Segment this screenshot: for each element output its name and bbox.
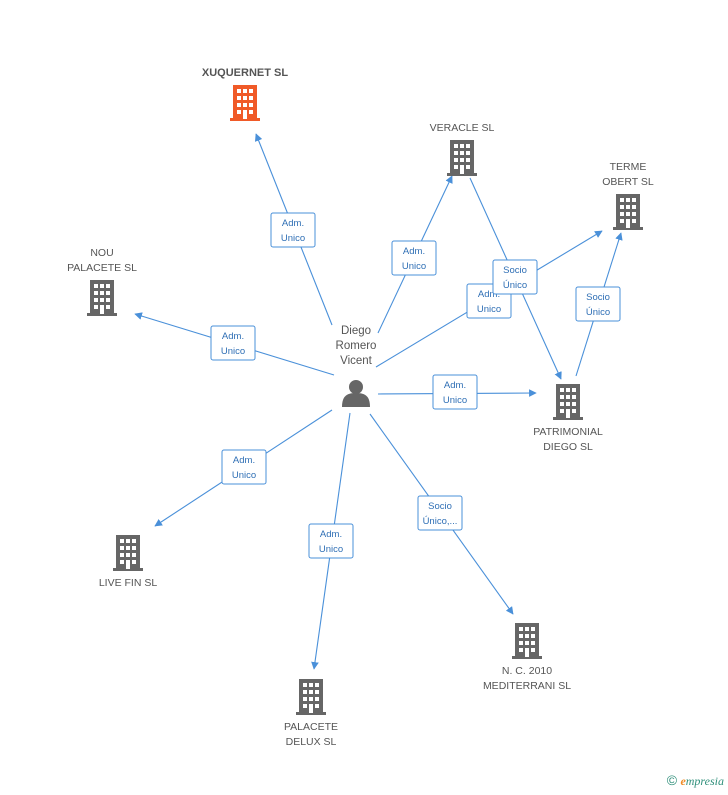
edge-label-text: Unico xyxy=(319,544,343,555)
building-icon[interactable] xyxy=(87,280,117,316)
copyright-notice: © empresia xyxy=(667,772,724,789)
edge-label-text: Adm. xyxy=(444,380,466,391)
edge-label-text: Unico xyxy=(443,395,467,406)
person-name-label[interactable]: Vicent xyxy=(340,355,373,367)
edge-label-text: Unico xyxy=(281,233,305,244)
edge-label-text: Unico xyxy=(477,304,501,315)
node-label-nc2010[interactable]: N. C. 2010 xyxy=(502,665,552,677)
person-name-label[interactable]: Romero xyxy=(336,340,377,352)
person-icon[interactable] xyxy=(342,380,370,407)
node-label-nou[interactable]: NOU xyxy=(90,247,113,259)
building-icon[interactable] xyxy=(447,140,477,176)
node-label-veracle[interactable]: VERACLE SL xyxy=(430,122,495,134)
building-icon[interactable] xyxy=(613,194,643,230)
node-patrimonial[interactable]: PATRIMONIAL DIEGO SL xyxy=(533,384,603,453)
node-label-palacete[interactable]: PALACETE xyxy=(284,721,338,733)
building-icon[interactable] xyxy=(512,623,542,659)
edge-label-box[interactable] xyxy=(270,212,316,248)
node-label-patrimonial[interactable]: DIEGO SL xyxy=(543,441,593,453)
building-icon[interactable] xyxy=(296,679,326,715)
node-nou[interactable]: NOU PALACETE SL xyxy=(67,247,137,316)
edge-label-box[interactable] xyxy=(210,325,256,361)
node-terme[interactable]: TERME OBERT SL xyxy=(602,161,654,230)
edge-label-person-veracle[interactable]: Adm. Unico xyxy=(391,240,437,276)
building-icon[interactable] xyxy=(230,85,260,121)
edge-label-text: Único xyxy=(503,280,527,291)
edge-label-text: Unico xyxy=(221,346,245,357)
edge-label-box[interactable] xyxy=(308,523,354,559)
edge-label-text: Adm. xyxy=(282,218,304,229)
edge-label-person-nc2010[interactable]: SocioÚnico,... xyxy=(417,495,463,531)
node-palacete[interactable]: PALACETE DELUX SL xyxy=(284,679,338,748)
edge-label-box[interactable] xyxy=(492,259,538,295)
building-icon[interactable] xyxy=(553,384,583,420)
edge-label-text: Unico xyxy=(232,470,256,481)
edge-label-box[interactable] xyxy=(391,240,437,276)
edge-label-text: Adm. xyxy=(478,289,500,300)
node-label-patrimonial[interactable]: PATRIMONIAL xyxy=(533,426,603,438)
edge-label-text: Socio xyxy=(428,501,452,512)
empresia-logo: empresia xyxy=(680,774,724,788)
edge-label-text: Adm. xyxy=(233,455,255,466)
edge-label-person-nou[interactable]: Adm. Unico xyxy=(210,325,256,361)
person-name-label[interactable]: Diego xyxy=(341,325,371,337)
building-icon[interactable] xyxy=(113,535,143,571)
edge-label-text: Único xyxy=(586,307,610,318)
node-label-palacete[interactable]: DELUX SL xyxy=(286,736,337,748)
edge-label-box[interactable] xyxy=(221,449,267,485)
edge-label-text: Socio xyxy=(503,265,527,276)
node-label-xuquernet[interactable]: XUQUERNET SL xyxy=(202,67,288,79)
edge-label-person-livefin[interactable]: Adm. Unico xyxy=(221,449,267,485)
node-label-terme[interactable]: OBERT SL xyxy=(602,176,654,188)
edge-label-box[interactable] xyxy=(432,374,478,410)
node-label-livefin[interactable]: LIVE FIN SL xyxy=(99,577,158,589)
node-label-terme[interactable]: TERME xyxy=(610,161,647,173)
edge-label-text: Único,... xyxy=(423,516,458,527)
node-label-nou[interactable]: PALACETE SL xyxy=(67,262,137,274)
node-livefin[interactable]: LIVE FIN SL xyxy=(99,535,158,589)
edge-label-person-palacete[interactable]: Adm. Unico xyxy=(308,523,354,559)
node-label-nc2010[interactable]: MEDITERRANI SL xyxy=(483,680,571,692)
copyright-icon: © xyxy=(666,772,678,788)
edge-label-text: Adm. xyxy=(222,331,244,342)
edge-label-text: Socio xyxy=(586,292,610,303)
edge-label-text: Adm. xyxy=(403,246,425,257)
edge-label-box[interactable] xyxy=(575,286,621,322)
node-veracle[interactable]: VERACLE SL xyxy=(430,122,495,176)
edge-label-text: Adm. xyxy=(320,529,342,540)
edge-label-person-patrimonial[interactable]: Adm. Unico xyxy=(432,374,478,410)
node-xuquernet[interactable]: XUQUERNET SL xyxy=(202,67,288,121)
edge-label-person-xuquernet[interactable]: Adm. Unico xyxy=(270,212,316,248)
edge-label-text: Unico xyxy=(402,261,426,272)
edge-label-box[interactable] xyxy=(417,495,463,531)
